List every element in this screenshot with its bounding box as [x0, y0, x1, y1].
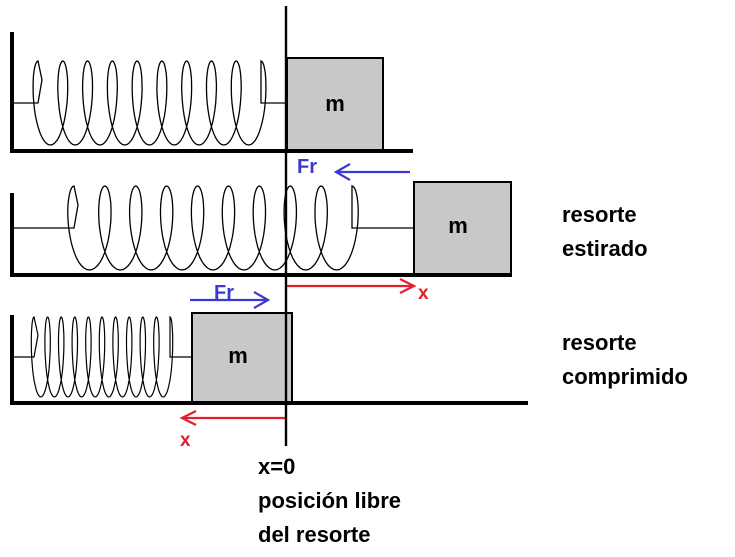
force-arrowhead-stretched [333, 163, 351, 181]
origin-caption: x=0 posición libre del resorte [258, 450, 401, 552]
origin-caption-line2: posición libre [258, 488, 402, 513]
force-label-stretched: Fr [297, 156, 317, 178]
force-arrowhead-compressed [253, 291, 271, 309]
mass-label-1: m [325, 91, 345, 116]
compressed-caption-line1: resorte [562, 330, 637, 355]
compressed-caption-line2: comprimido [562, 364, 688, 389]
mass-label-2: m [448, 213, 468, 238]
panel-stretched: m Fr x [10, 156, 512, 304]
spring-3 [12, 315, 192, 398]
spring-2 [12, 185, 414, 271]
force-label-compressed: Fr [214, 282, 234, 304]
panel-compressed: m Fr x [10, 282, 528, 451]
mass-block-1 [286, 57, 384, 151]
origin-caption-line1: x=0 [258, 454, 296, 479]
panel-natural-length: m [10, 32, 413, 153]
displacement-arrowhead-stretched [399, 278, 417, 294]
origin-caption-line3: del resorte [258, 522, 371, 547]
spring-1 [12, 59, 287, 146]
mass-block-3 [191, 312, 293, 403]
stretched-caption-line1: resorte [562, 202, 637, 227]
displacement-arrowhead-compressed [179, 410, 197, 426]
compressed-caption: resorte comprimido [562, 326, 688, 394]
mass-label-3: m [228, 343, 248, 368]
stretched-caption: resorte estirado [562, 198, 648, 266]
displacement-label-compressed: x [180, 430, 191, 451]
mass-block-2 [413, 181, 512, 275]
stretched-caption-line2: estirado [562, 236, 648, 261]
displacement-label-stretched: x [418, 283, 429, 304]
